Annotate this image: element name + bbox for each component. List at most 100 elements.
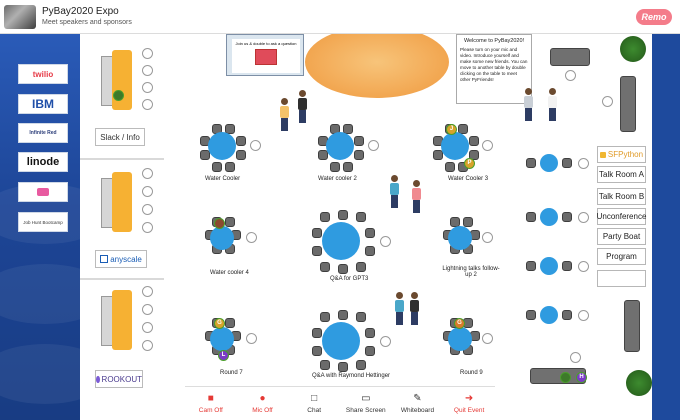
python-icon [599, 151, 606, 158]
table-label: Water cooler 2 [318, 176, 357, 182]
anyscale-icon [100, 255, 109, 263]
table-water-cooler-4[interactable] [210, 226, 234, 250]
table-label: Water Cooler [205, 176, 241, 182]
chat-button[interactable]: □ Chat [307, 393, 321, 414]
attendee-avatar[interactable]: G [454, 318, 465, 329]
booth-seat[interactable] [142, 322, 153, 333]
booth-seat[interactable] [142, 222, 153, 233]
table-small[interactable] [540, 257, 558, 275]
booth-desk [112, 290, 132, 350]
room-button-sfpython[interactable]: SFPython [597, 146, 646, 163]
plant-icon [620, 36, 646, 62]
room-button-talk-room-b[interactable]: Talk Room B [597, 188, 646, 205]
booth-seat[interactable] [142, 286, 153, 297]
mic-off-icon: ● [259, 393, 266, 404]
booth-seat[interactable] [142, 82, 153, 93]
booth-divider [80, 158, 164, 160]
sponsor-logo-infinite-red[interactable]: Infinite Red [18, 123, 68, 143]
attendee-figure [548, 88, 558, 122]
booth-divider [80, 278, 164, 280]
attendee-avatar[interactable] [560, 372, 571, 383]
event-subtitle: Meet speakers and sponsors [42, 19, 132, 26]
table-label: Q&A with Raymond Hettinger [312, 373, 391, 379]
table-water-cooler-3[interactable] [441, 132, 469, 160]
table-round-7[interactable] [210, 327, 234, 351]
camera-off-icon: ■ [207, 393, 214, 404]
event-title: PyBay2020 Expo [42, 6, 119, 17]
booth-label-rookout[interactable]: ROOKOUT [95, 370, 143, 388]
table-label: Q&A for GPT3 [330, 276, 369, 282]
table-small[interactable] [540, 208, 558, 226]
attendee-avatar[interactable]: H [576, 372, 587, 383]
room-button-party-boat[interactable]: Party Boat [597, 228, 646, 245]
booth-seat[interactable] [142, 65, 153, 76]
sponsor-logo-graphic[interactable] [18, 182, 68, 202]
sponsor-logo-job-hunt-bootcamp[interactable]: Job Hunt Bootcamp [18, 212, 68, 232]
whiteboard-button[interactable]: ✎ Whiteboard [400, 393, 435, 414]
room-button-program[interactable]: Program [597, 248, 646, 265]
table-lightning-talks[interactable] [448, 226, 472, 250]
attendee-avatar[interactable]: P [464, 158, 475, 169]
booth-label-anyscale[interactable]: anyscale [95, 250, 147, 268]
poster-board[interactable]: Join us & double to ask a question [226, 34, 304, 76]
table-round-9[interactable] [448, 327, 472, 351]
room-button-talk-room-a[interactable]: Talk Room A [597, 166, 646, 183]
booth-seat[interactable] [142, 186, 153, 197]
attendee-avatar[interactable] [214, 218, 225, 229]
whiteboard-icon: ✎ [413, 393, 422, 404]
attendee-avatar[interactable]: G [214, 318, 225, 329]
sofa [620, 76, 636, 132]
chat-icon: □ [311, 393, 318, 404]
table-label: Round 9 [460, 370, 483, 376]
sofa [550, 48, 590, 66]
booth-seat[interactable] [142, 304, 153, 315]
share-screen-button[interactable]: ▭ Share Screen [345, 393, 386, 414]
cam-off-button[interactable]: ■ Cam Off [198, 393, 223, 414]
booth-seat[interactable] [142, 168, 153, 179]
attendee-figure [390, 175, 400, 209]
table-small[interactable] [540, 306, 558, 324]
booth-seat[interactable] [142, 48, 153, 59]
attendee-avatar[interactable] [113, 90, 124, 101]
table-small[interactable] [540, 154, 558, 172]
table-label: Water Cooler 3 [448, 176, 489, 182]
booth-seat[interactable] [142, 204, 153, 215]
table-qa-gpt3[interactable] [322, 222, 360, 260]
sponsor-logo-twilio[interactable]: twilio [18, 64, 68, 84]
booth-desk [112, 172, 132, 232]
attendee-figure [410, 292, 420, 326]
room-button-unconference[interactable]: Unconference [597, 208, 646, 225]
attendee-figure [412, 180, 422, 214]
booth-seat[interactable] [142, 340, 153, 351]
event-header: PyBay2020 Expo Meet speakers and sponsor… [0, 0, 680, 34]
table-qa-raymond-hettinger[interactable] [322, 322, 360, 360]
attendee-avatar[interactable]: L [218, 350, 229, 361]
stage[interactable] [305, 34, 449, 98]
table-label: Water cooler 4 [210, 270, 249, 276]
sofa [624, 300, 640, 352]
share-screen-icon: ▭ [361, 393, 371, 404]
quit-event-button[interactable]: ➜ Quit Event [453, 393, 485, 414]
welcome-note: Welcome to PyBay2020! Please turn on you… [456, 34, 532, 104]
attendee-figure [524, 88, 534, 122]
table-label: Lightning talks follow-up 2 [442, 266, 500, 278]
attendee-avatar[interactable]: J [446, 124, 457, 135]
sponsor-logo-linode[interactable]: linode [18, 152, 68, 172]
sponsor-logo-ibm[interactable]: IBM [18, 94, 68, 114]
remo-logo: Remo [636, 9, 672, 25]
plant-icon [626, 370, 652, 396]
bottom-toolbar: ■ Cam Off ● Mic Off □ Chat ▭ Share Scree… [185, 386, 495, 420]
right-background [652, 34, 680, 420]
gift-icon [255, 49, 277, 65]
attendee-figure [298, 90, 308, 124]
table-water-cooler[interactable] [208, 132, 236, 160]
quit-icon: ➜ [464, 393, 474, 404]
room-button-empty[interactable] [597, 270, 646, 287]
booth-desk [112, 50, 132, 110]
mic-off-button[interactable]: ● Mic Off [252, 393, 273, 414]
event-thumbnail [4, 5, 36, 29]
booth-seat[interactable] [142, 99, 153, 110]
table-water-cooler-2[interactable] [326, 132, 354, 160]
table-label: Round 7 [220, 370, 243, 376]
booth-label-slack-info[interactable]: Slack / Info [95, 128, 145, 146]
